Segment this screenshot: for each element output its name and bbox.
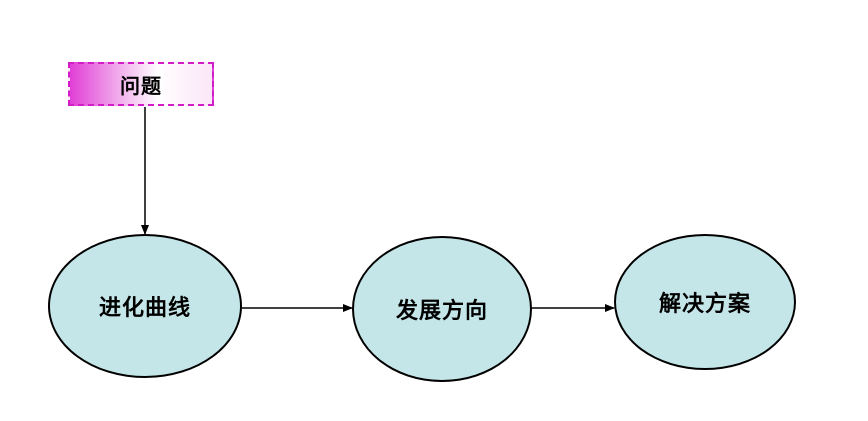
solution-node: 解决方案 <box>614 234 796 370</box>
problem-box: 问题 <box>68 62 214 106</box>
development-direction-node: 发展方向 <box>352 236 532 382</box>
evolution-curve-node: 进化曲线 <box>48 234 242 378</box>
